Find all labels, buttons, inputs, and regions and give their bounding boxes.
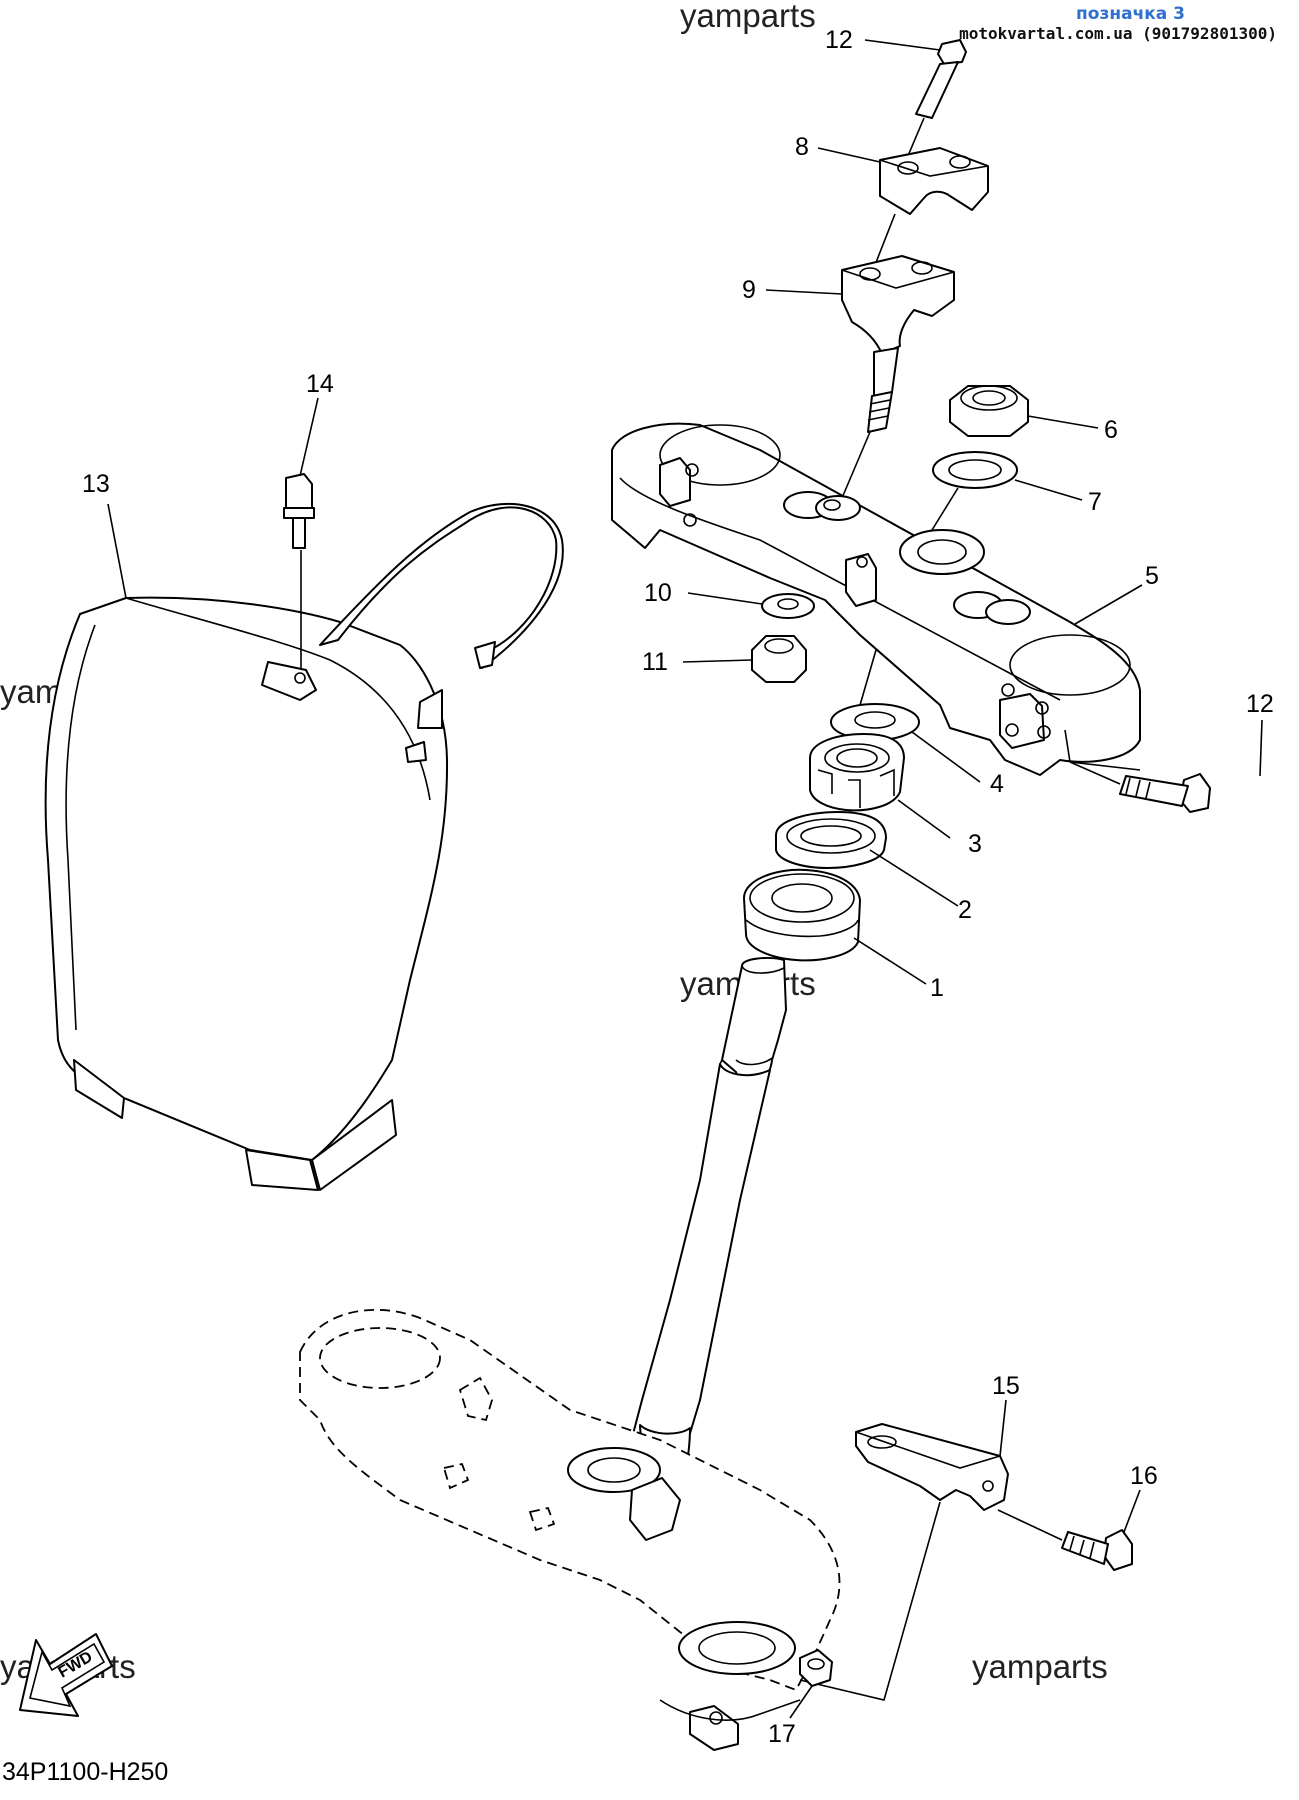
watermark: yamparts [972, 1648, 1108, 1685]
steering-stem [631, 957, 787, 1481]
reference-code: 34P1100-H250 [2, 1758, 168, 1786]
callout-15: 15 [992, 1372, 1020, 1400]
callout-10: 10 [644, 579, 672, 607]
number-plate [44, 502, 564, 1191]
callout-16: 16 [1130, 1462, 1158, 1490]
bolt-14 [283, 473, 315, 670]
callout-6: 6 [1104, 416, 1118, 444]
callout-13: 13 [82, 470, 110, 498]
stem-axis-line [857, 649, 877, 713]
dust-seal-2 [775, 811, 887, 869]
upper-triple-clamp [611, 422, 1141, 776]
callout-12: 12 [825, 26, 853, 54]
callout-5: 5 [1145, 562, 1159, 590]
callout-7: 7 [1088, 488, 1102, 516]
handlebar-clamp-upper [874, 147, 989, 266]
bearing-1 [743, 868, 861, 962]
callout-9: 9 [742, 276, 756, 304]
callout-14: 14 [306, 370, 334, 398]
leader-lines [107, 39, 1263, 1719]
washer-10 [761, 593, 815, 619]
washer-4 [830, 703, 920, 741]
callout-2: 2 [958, 896, 972, 924]
callout-11: 11 [642, 648, 668, 676]
callout-1: 1 [930, 974, 944, 1002]
callout-8: 8 [795, 133, 809, 161]
lower-triple-clamp [299, 1308, 841, 1751]
bolt-16 [997, 1509, 1133, 1571]
label-title: позначка 3 [1076, 4, 1185, 24]
watermark: yamparts [680, 0, 816, 34]
collar-17 [799, 1649, 833, 1687]
callout-17: 17 [768, 1720, 796, 1748]
callout-4: 4 [990, 770, 1004, 798]
callout-3: 3 [968, 830, 982, 858]
handlebar-holder-lower [841, 255, 955, 499]
label-site: motokvartal.com.ua (901792801300) [959, 24, 1277, 43]
callout-labels: 12 8 9 14 13 6 7 5 10 11 12 4 3 2 1 15 1… [82, 26, 1274, 1748]
bracket-15 [799, 1423, 1009, 1701]
collar-nut-11 [751, 635, 807, 683]
callout-12: 12 [1246, 690, 1274, 718]
steering-stem-nut [949, 385, 1029, 437]
washer-7 [931, 451, 1018, 531]
bolt-12-right [1064, 729, 1211, 813]
page-label: позначка 3 motokvartal.com.ua (901792801… [959, 4, 1277, 43]
ring-nut-3 [809, 733, 905, 812]
fwd-arrow-icon: FWD [19, 1633, 113, 1717]
